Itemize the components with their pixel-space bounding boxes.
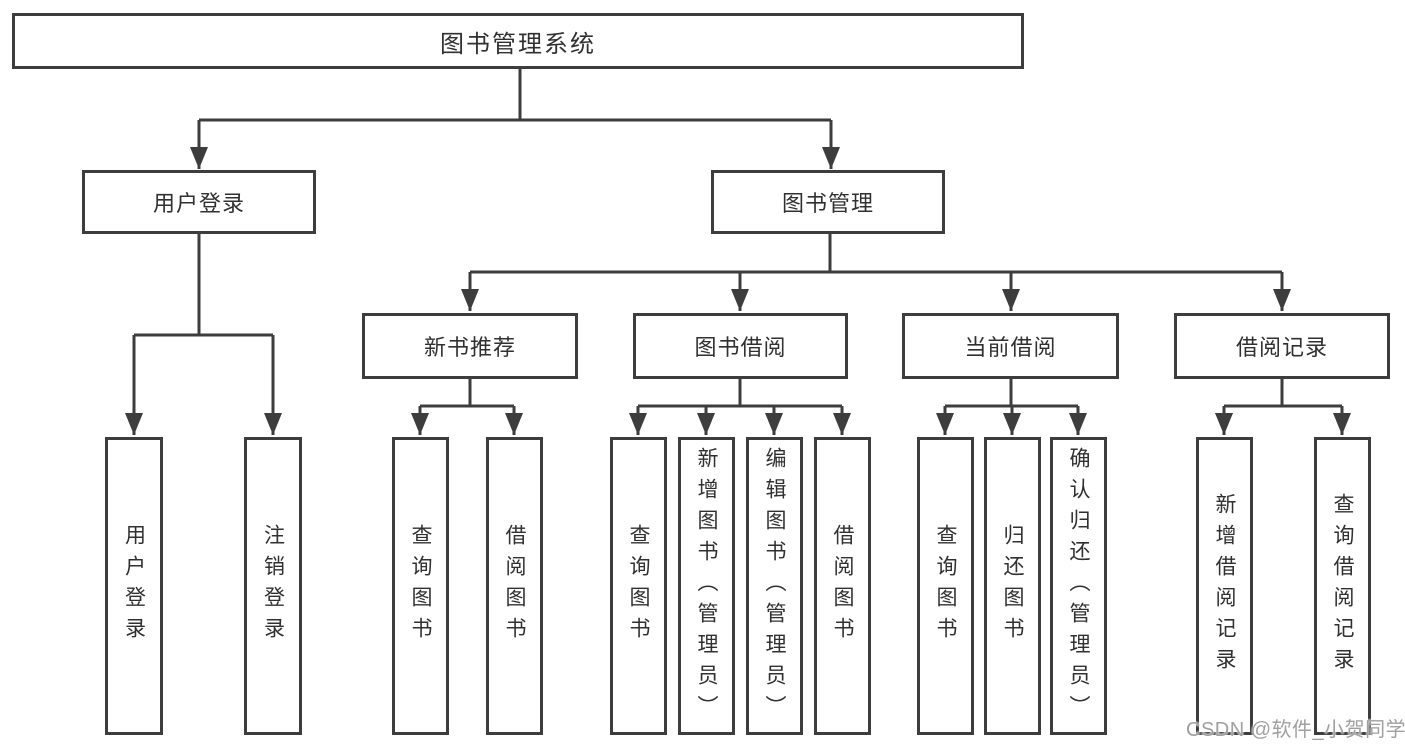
leaf-query-book-borrowing: 查询图书 — [610, 437, 667, 735]
connector-records-bar — [1224, 379, 1342, 408]
leaf-query-borrow-record: 查询借阅记录 — [1314, 437, 1371, 735]
csdn-watermark: CSDN @软件_小贺同学 — [1186, 719, 1405, 741]
connector-current-bar — [945, 379, 1078, 408]
leaf-edit-book-admin: 编辑图书（管理员） — [746, 437, 803, 735]
leaf-borrow-book-recommend: 借阅图书 — [486, 437, 543, 735]
connector-borrowing-bar — [638, 379, 842, 408]
leaf-borrow-book: 借阅图书 — [814, 437, 871, 735]
leaf-query-book-recommend: 查询图书 — [392, 437, 449, 735]
leaf-logout: 注销登录 — [244, 437, 302, 735]
node-current-borrowing: 当前借阅 — [902, 313, 1119, 379]
connector-root-bar — [199, 66, 831, 122]
node-user-login: 用户登录 — [82, 170, 316, 234]
leaf-add-book-admin: 新增图书（管理员） — [678, 437, 735, 735]
node-book-management: 图书管理 — [711, 170, 945, 234]
node-borrowing-records: 借阅记录 — [1174, 313, 1390, 379]
leaf-user-login: 用户登录 — [105, 437, 163, 735]
node-new-book-recommend: 新书推荐 — [362, 313, 578, 379]
leaf-return-book: 归还图书 — [984, 437, 1041, 735]
connector-book-management-bar — [470, 234, 1282, 274]
leaf-confirm-return-admin: 确认归还（管理员） — [1050, 437, 1107, 735]
node-book-borrowing: 图书借阅 — [633, 313, 848, 379]
node-root-system: 图书管理系统 — [12, 13, 1024, 69]
leaf-add-borrow-record: 新增借阅记录 — [1196, 437, 1253, 735]
connector-user-login-bar — [134, 234, 273, 337]
connector-new-book-bar — [420, 379, 514, 408]
leaf-query-book-current: 查询图书 — [917, 437, 974, 735]
